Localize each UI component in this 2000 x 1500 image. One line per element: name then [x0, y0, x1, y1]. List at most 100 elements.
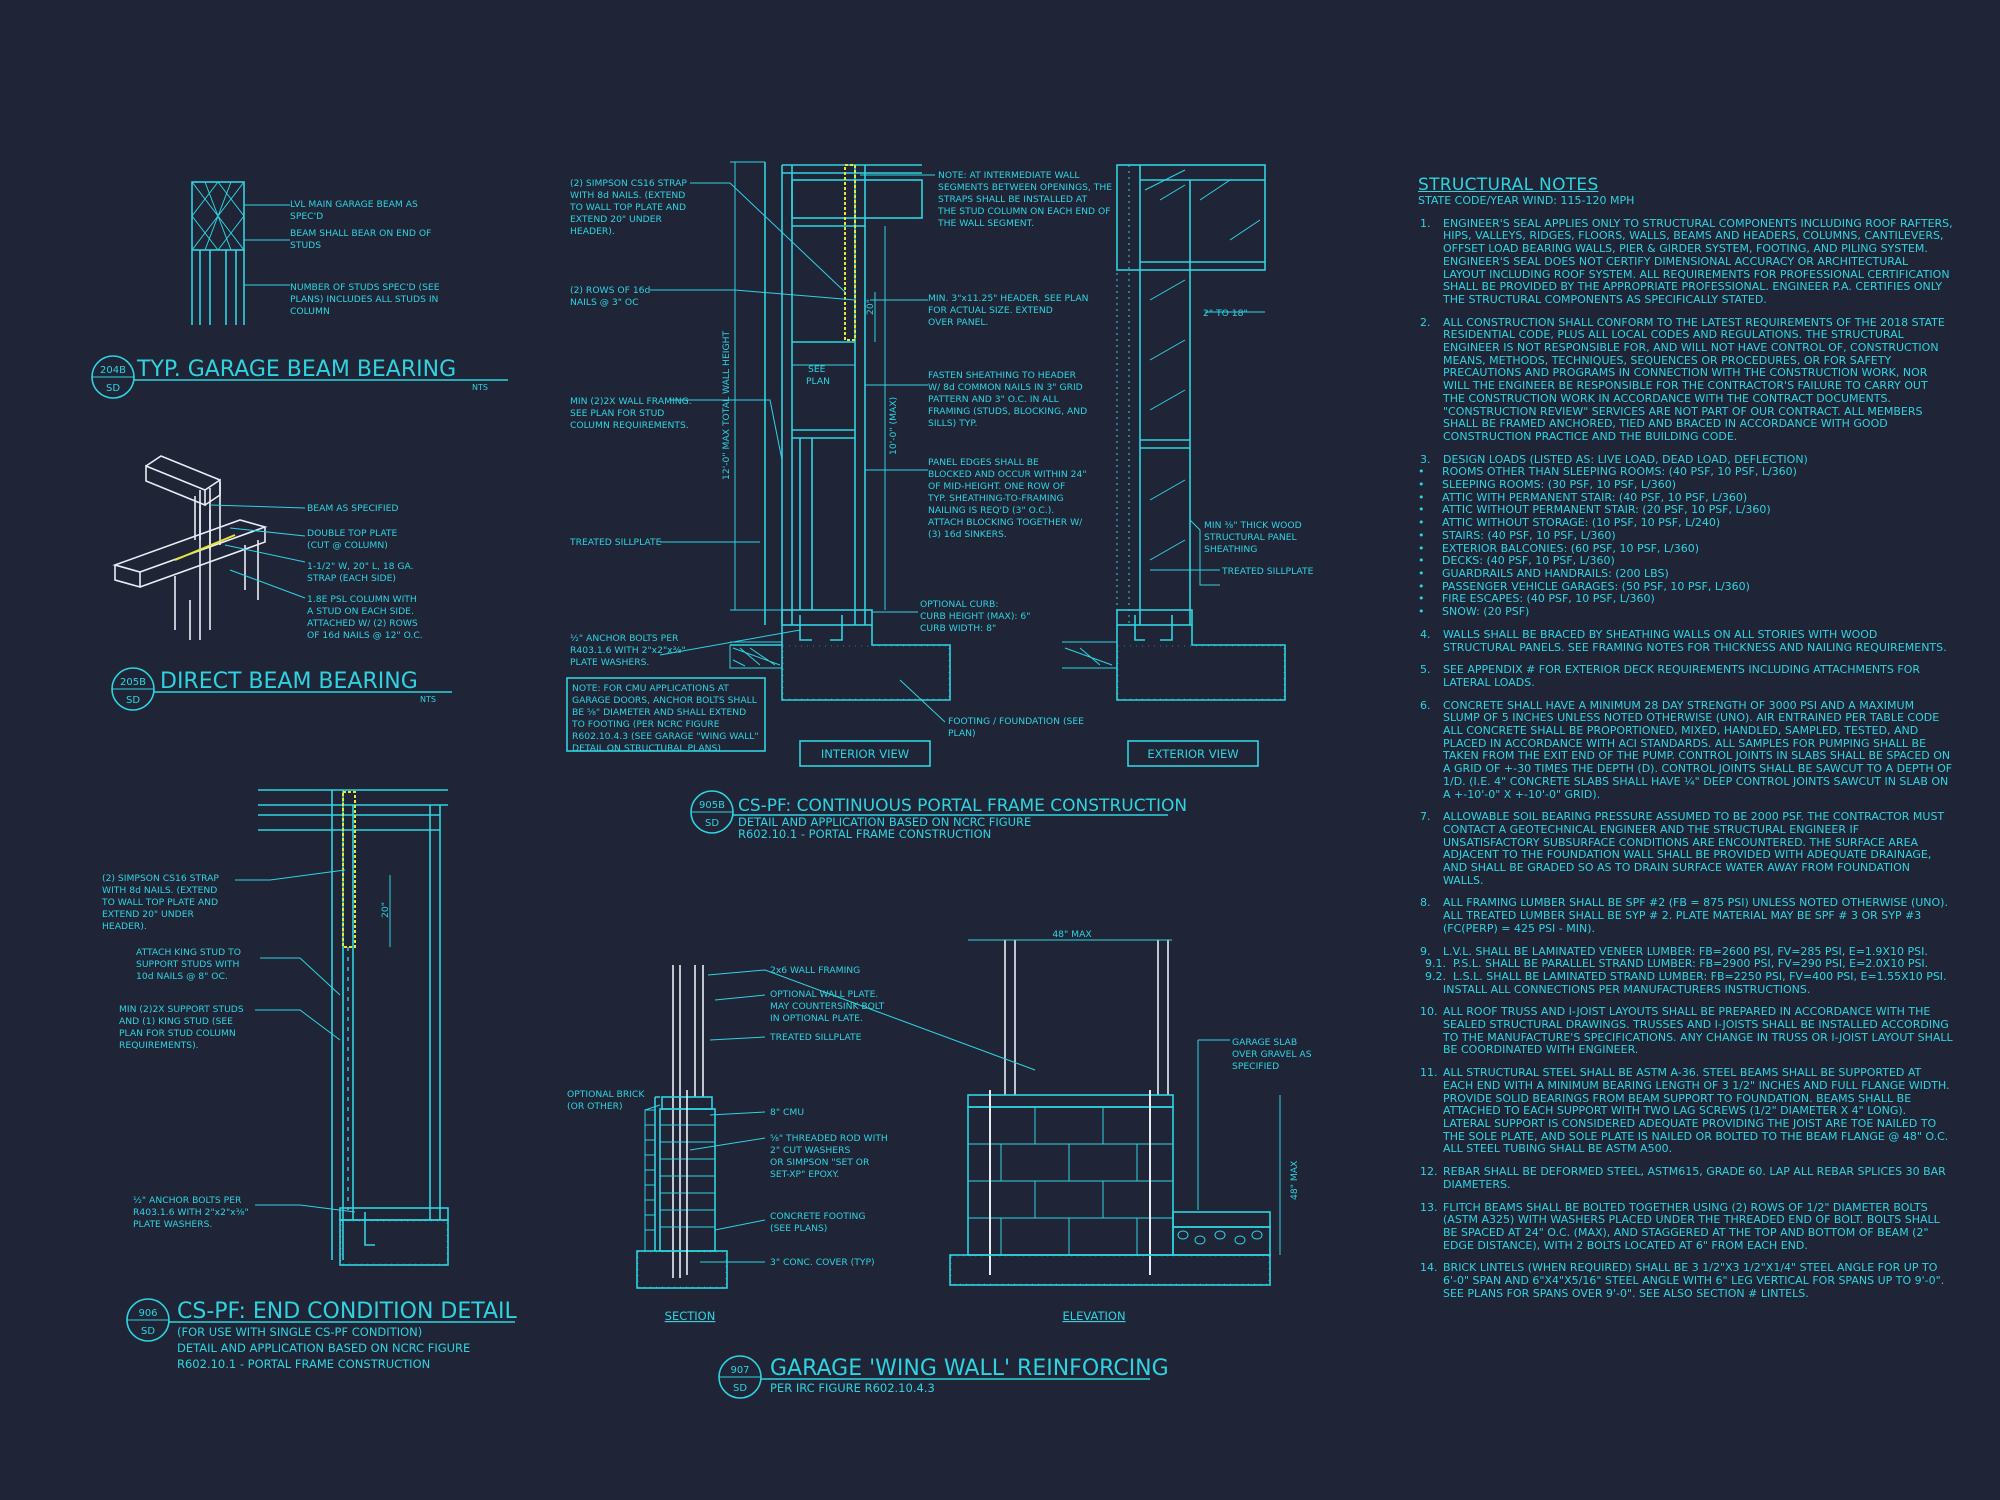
- note-12: 12.REBAR SHALL BE DEFORMED STEEL, ASTM61…: [1420, 1165, 1946, 1191]
- d205-number: 205B: [120, 677, 146, 688]
- note-3-item: • GUARDRAILS AND HANDRAILS: (200 LBS): [1418, 566, 1669, 580]
- d905-callout-sillplate: TREATED SILLPLATE: [569, 537, 662, 548]
- d906-dim-20: 20": [380, 902, 391, 918]
- note-13-text: FLITCH BEAMS SHALL BE BOLTED TOGETHER US…: [1443, 1200, 1940, 1252]
- d905-plan: PLAN: [806, 376, 830, 387]
- d905-subtitle-1: DETAIL AND APPLICATION BASED ON NCRC FIG…: [738, 815, 1031, 829]
- note-6: 6.CONCRETE SHALL HAVE A MINIMUM 28 DAY S…: [1420, 698, 1953, 801]
- note-2: 2.ALL CONSTRUCTION SHALL CONFORM TO THE …: [1420, 315, 1945, 443]
- d905-callout-curb: OPTIONAL CURB:CURB HEIGHT (MAX): 6"CURB …: [920, 599, 1031, 634]
- d906-subtitle-3: R602.10.1 - PORTAL FRAME CONSTRUCTION: [177, 1357, 430, 1371]
- d906-subtitle-1: (FOR USE WITH SINGLE CS-PF CONDITION): [177, 1325, 422, 1339]
- note-3-item-text: ROOMS OTHER THAN SLEEPING ROOMS: (40 PSF…: [1441, 465, 1797, 479]
- note-7-text: ALLOWABLE SOIL BEARING PRESSURE ASSUMED …: [1443, 810, 1945, 887]
- d907-callout-plate: OPTIONAL WALL PLATE.MAY COUNTERSINK BOLT…: [770, 989, 885, 1024]
- note-3-item-text: STAIRS: (40 PSF, 10 PSF, L/360): [1441, 528, 1616, 542]
- notes-list: 1.ENGINEER'S SEAL APPLIES ONLY TO STRUCT…: [1418, 216, 1953, 1301]
- note-3-item-text: ATTIC WITHOUT STORAGE: (10 PSF, 10 PSF, …: [1441, 516, 1721, 530]
- d907-elevation-label: ELEVATION: [1062, 1309, 1125, 1323]
- note-9-2-text: L.S.L. SHALL BE LAMINATED STRAND LUMBER:…: [1452, 969, 1947, 983]
- note-3-item: • ATTIC WITH PERMANENT STAIR: (40 PSF, 1…: [1418, 490, 1748, 504]
- d205-callout-1: BEAM AS SPECIFIED: [307, 503, 398, 514]
- d204-sheet: SD: [106, 383, 120, 394]
- note-3-item-text: FIRE ESCAPES: (40 PSF, 10 PSF, L/360): [1441, 592, 1655, 606]
- note-4: 4.WALLS SHALL BE BRACED BY SHEATHING WAL…: [1420, 627, 1947, 654]
- note-3-item-text: SNOW: (20 PSF): [1441, 605, 1530, 619]
- note-9-2-num: 9.2.: [1425, 969, 1453, 983]
- d907-dim-width: 48" MAX: [1052, 929, 1091, 940]
- notes-title: STRUCTURAL NOTES: [1418, 175, 1599, 195]
- d907-dim-height: 48" MAX: [1289, 1161, 1300, 1200]
- note-8: 8.ALL FRAMING LUMBER SHALL BE SPF #2 (Fb…: [1420, 896, 1948, 935]
- note-9-1-num: 9.1.: [1425, 957, 1453, 971]
- d905-subtitle-2: R602.10.1 - PORTAL FRAME CONSTRUCTION: [738, 827, 991, 841]
- d907-section-label: SECTION: [665, 1309, 716, 1323]
- detail-907: 48" MAX 48" MAX 2x6 WALL FRAMING OPTIONA…: [567, 929, 1312, 1399]
- d906-title: CS-PF: END CONDITION DETAIL: [177, 1299, 518, 1324]
- d905-exterior-label: EXTERIOR VIEW: [1147, 747, 1238, 761]
- d907-callout-framing: 2x6 WALL FRAMING: [770, 965, 860, 976]
- note-12-text: REBAR SHALL BE DEFORMED STEEL, ASTM615, …: [1443, 1165, 1946, 1191]
- d204-number: 204B: [100, 365, 126, 376]
- d906-sheet: SD: [141, 1326, 155, 1337]
- notes-subtitle: STATE CODE/YEAR Wind: 115-120 mph: [1418, 194, 1635, 207]
- note-14: 14.BRICK LINTELS (WHEN REQUIRED) SHALL B…: [1420, 1261, 1945, 1300]
- note-2-text: ALL CONSTRUCTION SHALL CONFORM TO THE LA…: [1443, 315, 1945, 443]
- note-9-2: 9.2. L.S.L. SHALL BE LAMINATED STRAND LU…: [1425, 969, 1953, 984]
- d205-callout-2: DOUBLE TOP PLATE(CUT @ COLUMN): [307, 528, 398, 551]
- note-11-text: ALL STRUCTURAL STEEL SHALL BE ASTM A-36.…: [1443, 1066, 1950, 1156]
- note-3-item-text: ATTIC WITHOUT PERMANENT STAIR: (20 PSF, …: [1441, 503, 1771, 517]
- d907-callout-footing: CONCRETE FOOTING(SEE PLANS): [770, 1211, 866, 1234]
- note-1: 1.ENGINEER'S SEAL APPLIES ONLY TO STRUCT…: [1420, 216, 1953, 306]
- d204-title: TYP. GARAGE BEAM BEARING: [136, 357, 456, 382]
- note-3-item-text: DECKS: (40 PSF, 10 PSF, L/360): [1441, 554, 1615, 568]
- structural-notes: STRUCTURAL NOTES STATE CODE/YEAR Wind: 1…: [1418, 175, 1953, 1310]
- d905-dim-2-18: 2" TO 18": [1203, 308, 1248, 319]
- note-5: 5.SEE APPENDIX # FOR EXTERIOR DECK REQUI…: [1420, 663, 1920, 689]
- note-3-item-text: PASSENGER VEHICLE GARAGES: (50 PSF, 10 P…: [1441, 579, 1750, 593]
- note-9-1-text: P.S.L. SHALL BE PARALLEL STRAND LUMBER: …: [1452, 957, 1929, 971]
- d905-dim-max: 10'-0" (MAX): [888, 397, 899, 455]
- note-3-item: • ROOMS OTHER THAN SLEEPING ROOMS: (40 P…: [1418, 465, 1797, 479]
- note-7: 7.ALLOWABLE SOIL BEARING PRESSURE ASSUME…: [1420, 810, 1945, 887]
- note-9: 9.L.V.L. SHALL BE LAMINATED VENEER LUMBE…: [1418, 945, 1953, 997]
- d905-callout-sillplate-ext: TREATED SILLPLATE: [1221, 566, 1314, 577]
- d205-sheet: SD: [126, 695, 140, 706]
- d907-title: GARAGE 'WING WALL' REINFORCING: [770, 1356, 1169, 1381]
- note-6-text: CONCRETE SHALL HAVE A MINIMUM 28 DAY STR…: [1443, 698, 1953, 801]
- note-3-item: • PASSENGER VEHICLE GARAGES: (50 PSF, 10…: [1418, 579, 1750, 593]
- note-3-item-text: SLEEPING ROOMS: (30 PSF, 10 PSF, L/360): [1441, 478, 1677, 492]
- d906-subtitle-2: DETAIL AND APPLICATION BASED ON NCRC FIG…: [177, 1341, 470, 1355]
- d907-callout-brick: OPTIONAL BRICK(OR OTHER): [567, 1089, 645, 1112]
- note-10: 10.ALL ROOF TRUSS AND I-JOIST LAYOUTS SH…: [1420, 1005, 1953, 1057]
- detail-905b: 12'-0" MAX TOTAL WALL HEIGHT 10'-0" (MAX…: [566, 161, 1314, 841]
- d205-callout-3: 1-1/2" W, 20" L, 18 GA.STRAP (EACH SIDE): [307, 561, 414, 584]
- note-3-item: • EXTERIOR BALCONIES: (60 PSF, 10 PSF, L…: [1418, 541, 1700, 555]
- d205-scale: NTS: [420, 695, 436, 704]
- d907-subtitle-1: PER IRC FIGURE R602.10.4.3: [770, 1381, 935, 1395]
- note-8-text: ALL FRAMING LUMBER SHALL BE SPF #2 (Fb =…: [1443, 896, 1948, 935]
- note-3-item: • SNOW: (20 PSF): [1418, 605, 1530, 619]
- d906-number: 906: [138, 1308, 157, 1319]
- note-3-text: DESIGN LOADS (LISTED AS: LIVE LOAD, DEAD…: [1443, 452, 1808, 466]
- d907-callout-cmu: 8" CMU: [770, 1107, 804, 1118]
- d907-sheet: SD: [733, 1383, 747, 1394]
- note-3-item: • ATTIC WITHOUT STORAGE: (10 PSF, 10 PSF…: [1418, 516, 1721, 530]
- note-3-item-text: EXTERIOR BALCONIES: (60 PSF, 10 PSF, L/3…: [1441, 541, 1700, 555]
- note-3-item-text: ATTIC WITH PERMANENT STAIR: (40 PSF, 10 …: [1441, 490, 1748, 504]
